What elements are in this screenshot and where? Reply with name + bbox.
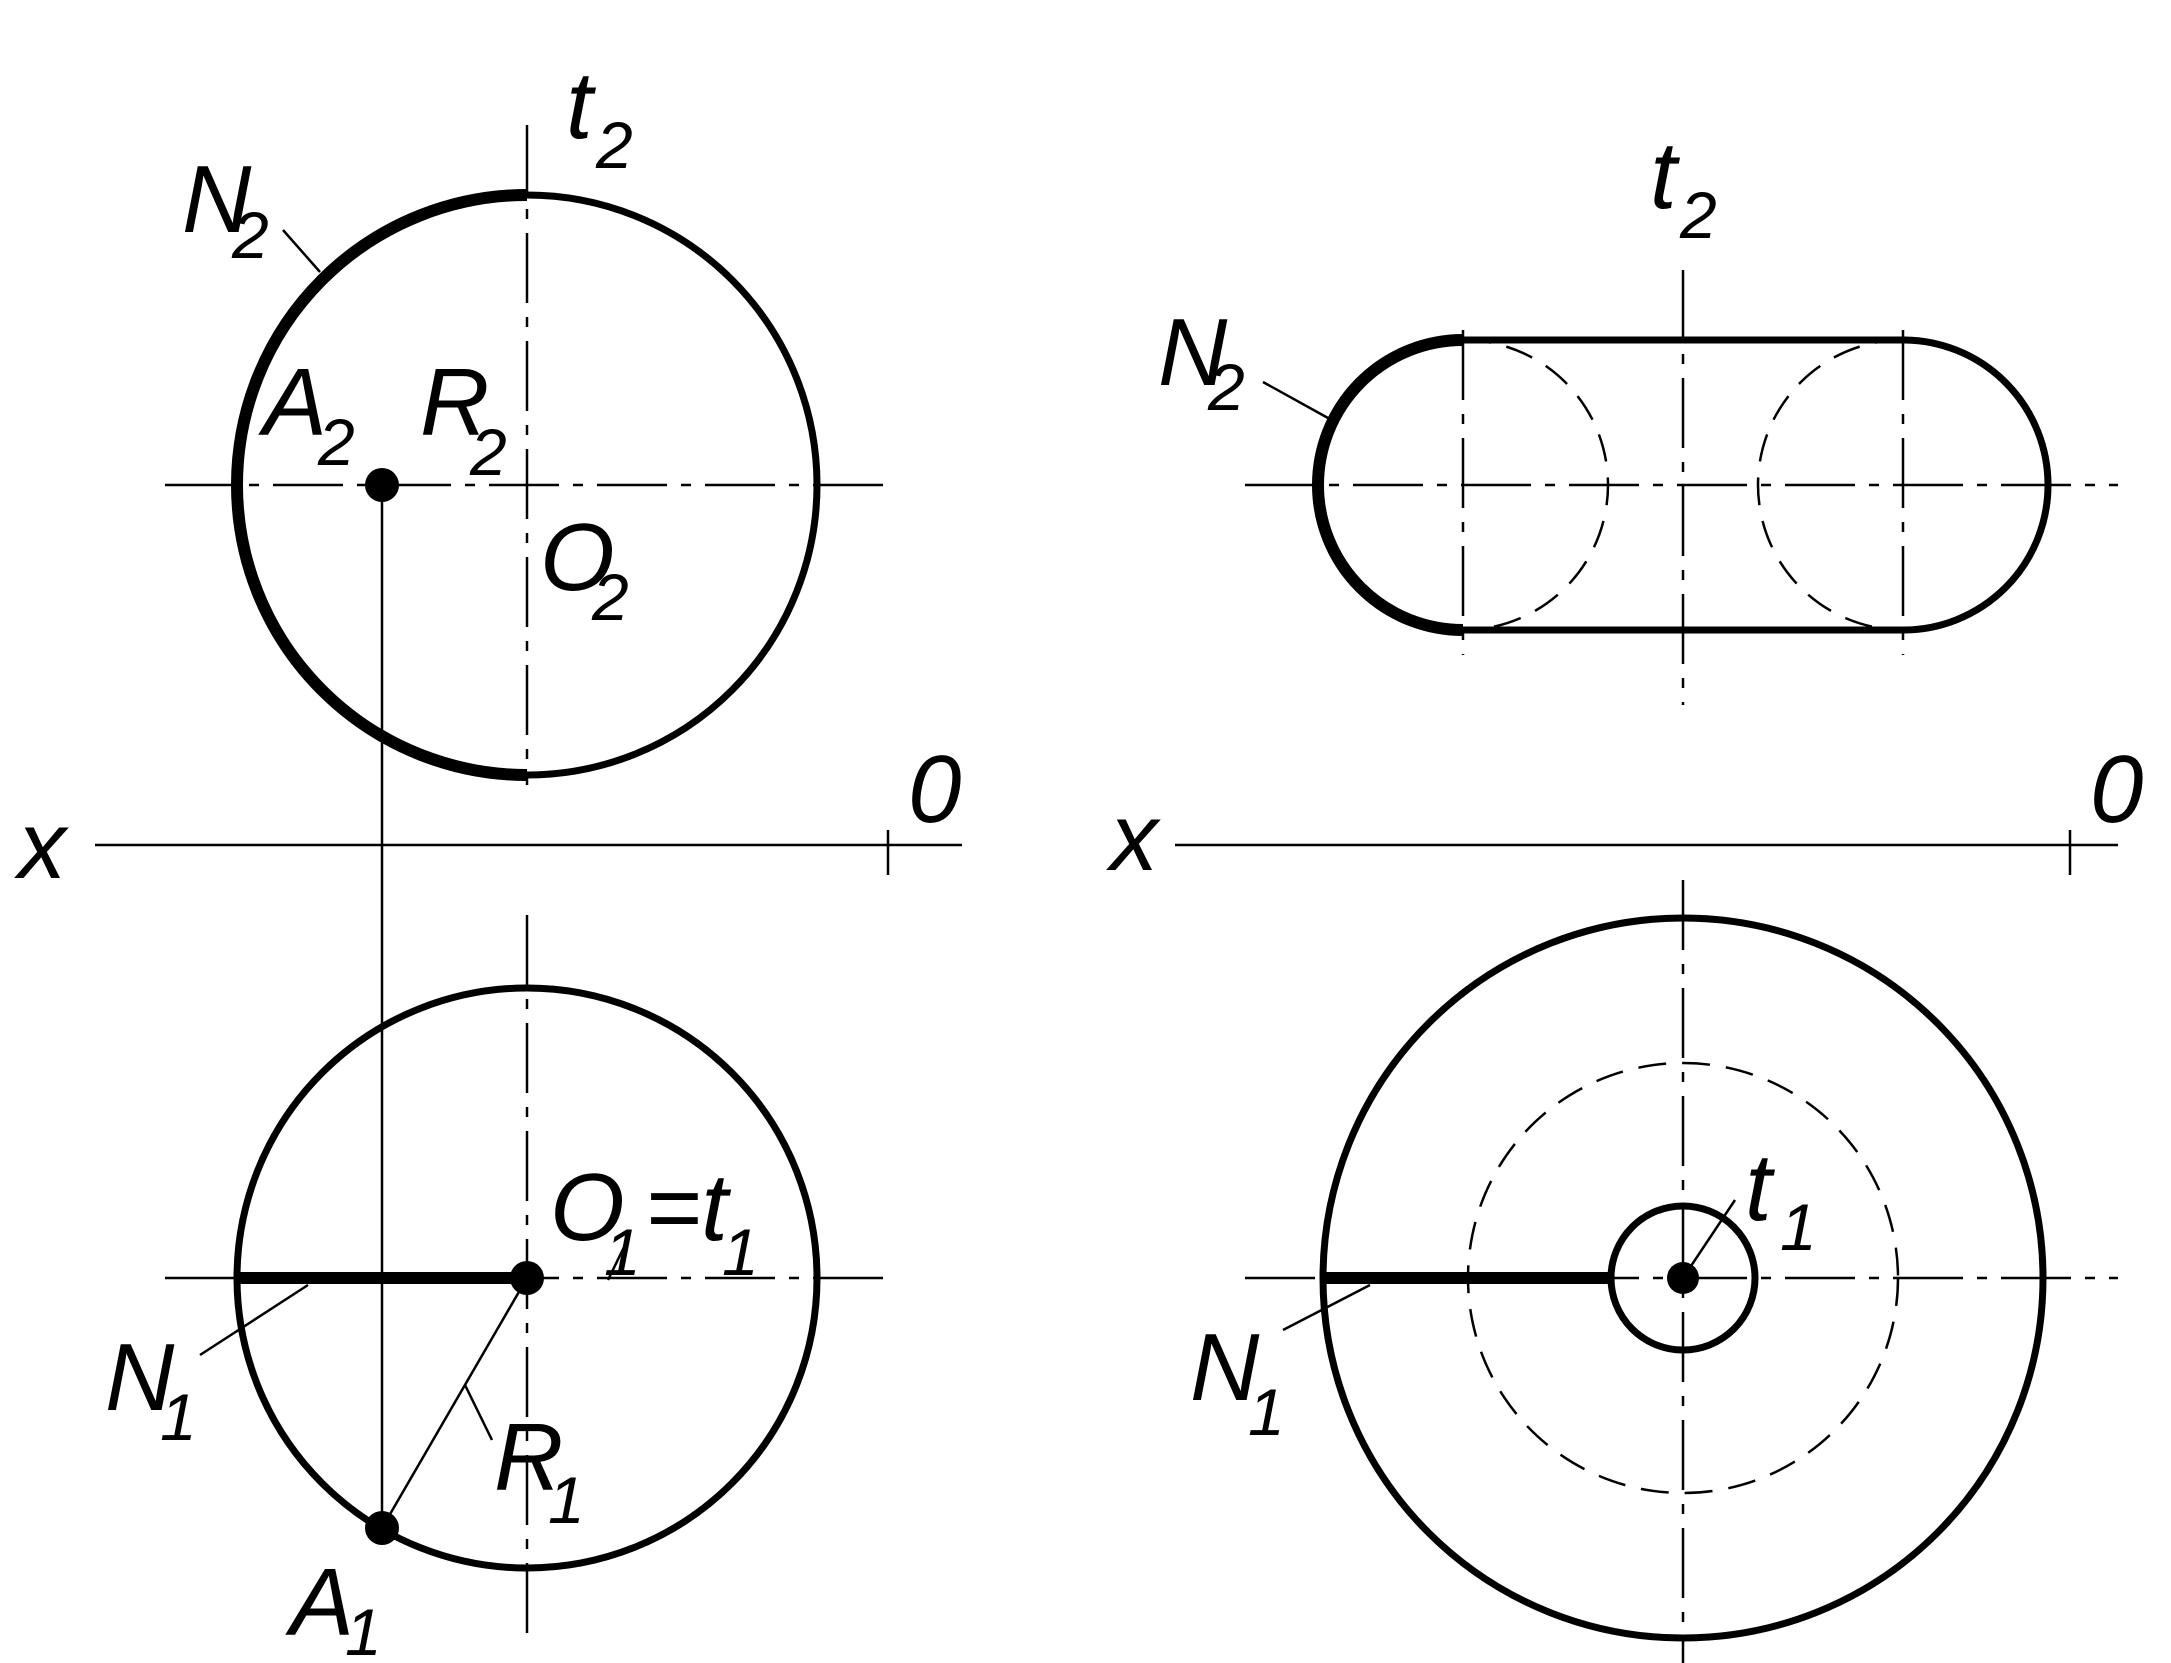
right-front-generatrix-arc-n2 — [1312, 334, 1464, 636]
label-0-right: 0 — [2090, 736, 2143, 843]
radius-r1 — [380, 1277, 529, 1529]
svg-text:N: N — [1158, 299, 1228, 406]
svg-text:1: 1 — [1248, 1375, 1285, 1449]
label-n1-right: N 1 — [1190, 1314, 1285, 1449]
svg-text:R: R — [494, 1404, 563, 1511]
svg-text:2: 2 — [1207, 350, 1245, 424]
label-t1-right: t 1 — [1745, 1134, 1817, 1264]
svg-text:1: 1 — [1780, 1190, 1817, 1264]
svg-text:R: R — [420, 349, 489, 456]
svg-text:2: 2 — [595, 108, 633, 182]
svg-text:N: N — [182, 146, 252, 253]
svg-text:t: t — [1650, 122, 1680, 229]
point-a1 — [365, 1511, 399, 1545]
label-n1-left: N 1 — [105, 1324, 197, 1454]
left-drawing: t 2 N 2 A 2 R 2 O 2 x 0 O 1 =t 1 N 1 — [14, 52, 962, 1663]
label-x-left: x — [14, 792, 69, 899]
label-o2: O 2 — [540, 504, 629, 634]
svg-text:A: A — [285, 1549, 354, 1656]
leader-n2 — [282, 229, 321, 273]
right-drawing: t 2 N 2 x 0 t 1 N 1 — [1106, 122, 2143, 1663]
leader-n1 — [199, 1283, 309, 1357]
leader-r1 — [463, 1384, 494, 1441]
svg-text:N: N — [105, 1324, 175, 1431]
svg-text:O: O — [550, 1154, 625, 1261]
right-front-hidden-arc-right — [1756, 338, 1904, 632]
label-n2-left: N 2 — [182, 146, 269, 272]
label-a2: A 2 — [258, 349, 355, 479]
leader-o1 — [606, 1244, 627, 1281]
label-o1-t1: O 1 =t 1 — [550, 1154, 759, 1289]
svg-text:t: t — [566, 52, 596, 159]
svg-text:N: N — [1190, 1314, 1260, 1421]
label-r2: R 2 — [420, 349, 507, 489]
label-x-right: x — [1106, 784, 1161, 891]
svg-text:t: t — [1745, 1134, 1775, 1241]
svg-text:1: 1 — [604, 1215, 641, 1289]
svg-text:2: 2 — [469, 415, 507, 489]
label-t2-right: t 2 — [1650, 122, 1717, 252]
label-n2-right: N 2 — [1158, 299, 1245, 424]
svg-text:A: A — [258, 349, 327, 456]
label-0-left: 0 — [908, 736, 961, 843]
svg-text:1: 1 — [160, 1380, 197, 1454]
label-r1: R 1 — [494, 1404, 585, 1537]
label-t2-left: t 2 — [566, 52, 633, 182]
svg-text:2: 2 — [1679, 178, 1717, 252]
svg-text:2: 2 — [231, 198, 269, 272]
left-front-generatrix-arc-n2 — [231, 189, 528, 781]
leader-t1 — [1681, 1199, 1737, 1279]
svg-text:1: 1 — [722, 1215, 759, 1289]
leader-n1-right — [1282, 1283, 1371, 1332]
svg-text:O: O — [540, 504, 615, 611]
svg-text:1: 1 — [345, 1595, 382, 1663]
svg-text:1: 1 — [548, 1463, 585, 1537]
leader-n2-right — [1262, 380, 1329, 420]
label-a1: A 1 — [285, 1549, 382, 1663]
right-front-hidden-arc-left — [1462, 338, 1610, 632]
svg-text:=t: =t — [645, 1154, 731, 1261]
svg-text:2: 2 — [591, 560, 629, 634]
svg-text:2: 2 — [317, 405, 355, 479]
